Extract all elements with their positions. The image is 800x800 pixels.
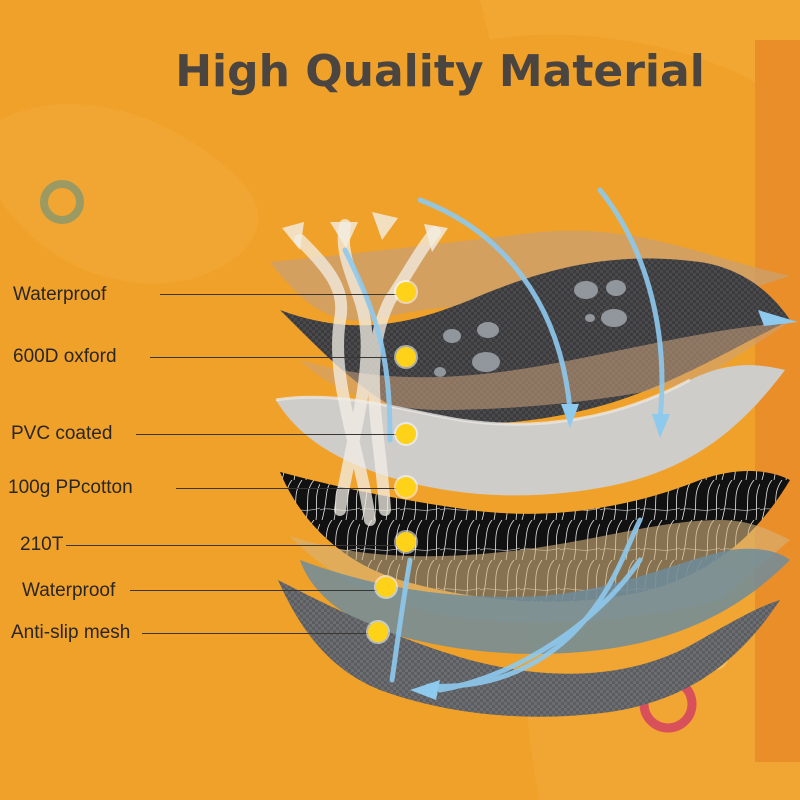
airflow-arrowheads	[282, 212, 448, 252]
leader-waterproof-bottom	[130, 590, 378, 591]
olive-ring-decoration	[40, 180, 84, 224]
sheet-mid-translucent	[300, 322, 790, 410]
layer-anti-slip-mesh	[278, 580, 780, 717]
leader-anti-slip-mesh	[142, 633, 370, 634]
leader-pvc-coated	[136, 434, 404, 435]
label-anti-slip-mesh: Anti-slip mesh	[11, 622, 131, 643]
marker-dot-waterproof-bottom	[376, 577, 396, 597]
label-210t: 210T	[20, 534, 64, 555]
label-600d-oxford: 600D oxford	[13, 346, 117, 367]
bg-blob	[480, 0, 800, 120]
leader-waterproof-top	[160, 294, 404, 295]
page-title: High Quality Material	[175, 46, 705, 97]
layer-waterproof-bottom	[300, 548, 790, 654]
layer-pvc-coated	[276, 365, 785, 496]
water-flow-arrows	[342, 187, 665, 693]
marker-dot-600d-oxford	[396, 347, 416, 367]
leader-pp-cotton	[176, 488, 404, 489]
bg-blob	[0, 103, 259, 284]
water-droplets	[434, 280, 627, 377]
marker-dot-pvc-coated	[396, 424, 416, 444]
water-arrowheads	[410, 310, 798, 700]
marker-dot-anti-slip-mesh	[368, 622, 388, 642]
leader-600d-oxford	[150, 357, 404, 358]
label-waterproof-bottom: Waterproof	[22, 580, 116, 601]
marker-dot-pp-cotton	[396, 477, 416, 497]
label-pvc-coated: PVC coated	[11, 423, 113, 444]
marker-dot-waterproof-top	[396, 282, 416, 302]
side-band	[755, 40, 800, 762]
leader-210t	[66, 545, 404, 546]
label-waterproof-top: Waterproof	[13, 284, 107, 305]
marker-dot-210t	[396, 532, 416, 552]
label-pp-cotton: 100g PPcotton	[8, 477, 133, 498]
